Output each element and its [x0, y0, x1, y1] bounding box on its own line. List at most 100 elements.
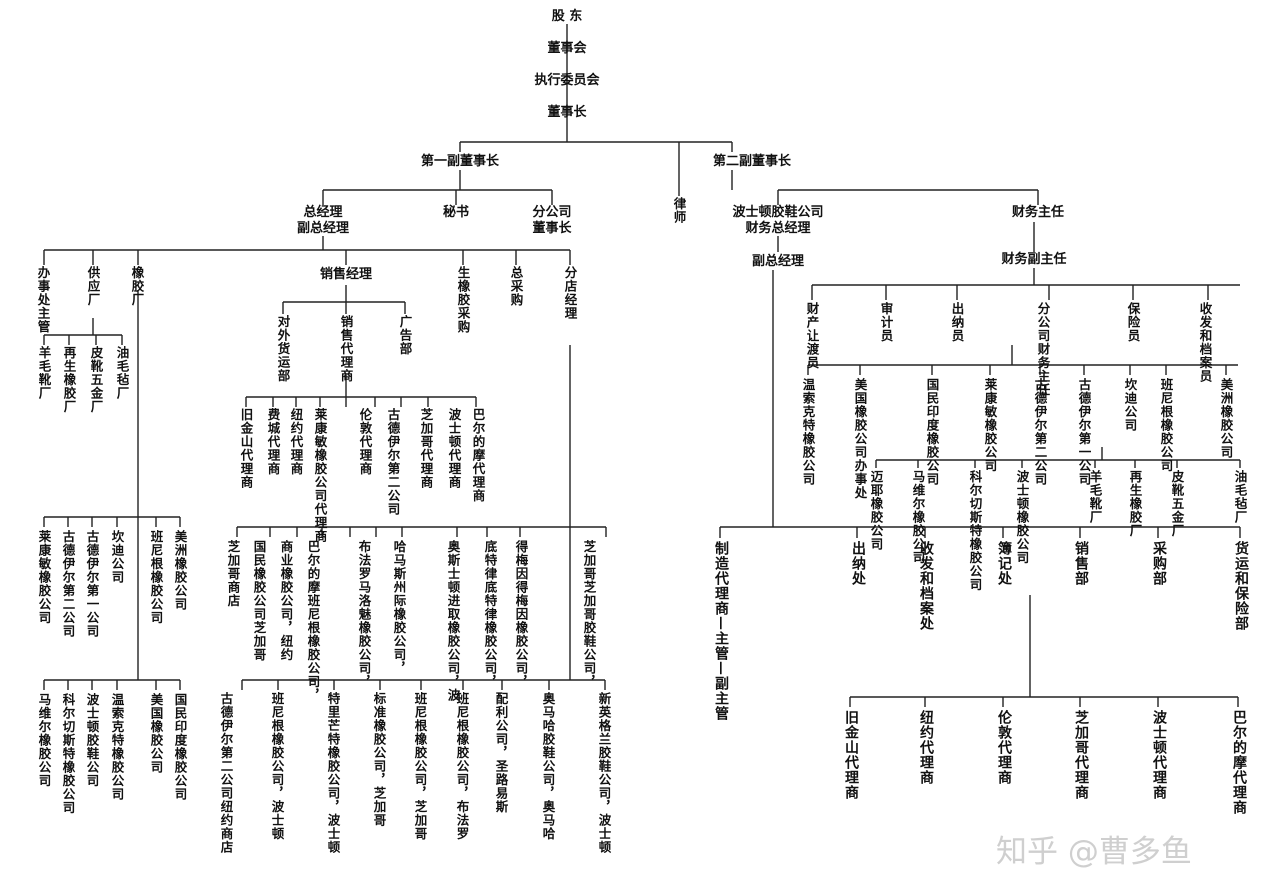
sales-agent-1: 旧金山代理商 [238, 408, 254, 489]
finance-sub-4: 分公司财务主任 [1035, 302, 1051, 397]
vice2-deputy-gm-node: 副总经理 [751, 254, 805, 269]
finance-company-12: 科尔切斯特橡胶公司 [967, 470, 983, 592]
rubber-company-12: 国民印度橡胶公司 [172, 693, 188, 801]
finance-company-10: 迈耶橡胶公司 [868, 470, 884, 551]
vice2-agent-3: 伦敦代理商 [996, 710, 1012, 785]
deputy-general-manager-node: 副总经理 [296, 221, 350, 236]
branch-board-chair-node: 董事长 [532, 221, 572, 236]
cashier-dept: 出纳处 [850, 541, 866, 586]
board-node: 董事会 [547, 41, 587, 56]
branch-store-7: 奥斯士顿进取橡胶公司，波 [445, 540, 461, 702]
branch-store-1: 芝加哥商店 [225, 540, 241, 608]
lawyer-node: 律师 [671, 197, 687, 224]
vice-chairman-2-node: 第二副董事长 [712, 154, 792, 169]
rubber-company-9: 波士顿胶鞋公司 [84, 693, 100, 788]
finance-company-13: 波士顿橡胶公司 [1014, 470, 1030, 565]
manufacturing-agent-dept: 制造代理商—主管—副主管 [713, 541, 729, 721]
finance-company-14: 羊毛靴厂 [1087, 470, 1103, 524]
branch-store-6: 哈马斯州际橡胶公司， [391, 540, 407, 675]
sales-agent-2: 费城代理商 [265, 408, 281, 476]
rubber-company-4: 坎迪公司 [109, 530, 125, 584]
sales-sub-2: 销售代理商 [338, 315, 354, 383]
sales-agent-9: 巴尔的摩代理商 [470, 408, 486, 503]
rubber-company-6: 美洲橡胶公司 [172, 530, 188, 611]
branch-board-node: 分公司 [532, 205, 572, 220]
sales-agent-8: 波士顿代理商 [446, 408, 462, 489]
shareholders-node: 股 东 [551, 9, 583, 24]
supply-item-1: 羊毛靴厂 [36, 346, 52, 400]
finance-company-6: 古德伊尔第一公司 [1076, 378, 1092, 486]
finance-deputy-node: 财务副主任 [1001, 252, 1067, 267]
supply-item-3: 皮靴五金厂 [88, 346, 104, 414]
finance-company-16: 皮靴五金厂 [1169, 470, 1185, 538]
purchasing-dept: 采购部 [1151, 541, 1167, 586]
branch-store-15: 班尼根橡胶公司，芝加哥 [412, 692, 428, 841]
vice2-agent-1: 旧金山代理商 [843, 710, 859, 800]
branch-store-17: 配利公司，圣路易斯 [493, 692, 509, 814]
finance-company-5: 古德伊尔第二公司 [1032, 378, 1048, 486]
branch-store-12: 班尼根橡胶公司，波士顿 [269, 692, 285, 841]
shipping-insurance-dept: 货运和保险部 [1233, 541, 1249, 631]
vice-chairman-1-node: 第一副董事长 [420, 154, 500, 169]
vice2-agent-5: 波士顿代理商 [1151, 710, 1167, 800]
finance-general-manager-node: 财务总经理 [745, 221, 811, 236]
rubber-company-5: 班尼根橡胶公司 [148, 530, 164, 625]
bookkeeping-dept: 簿记处 [996, 541, 1012, 586]
vice2-agent-4: 芝加哥代理商 [1073, 710, 1089, 800]
finance-sub-1: 财产让渡员 [804, 302, 820, 370]
exec-committee-node: 执行委员会 [534, 73, 600, 88]
branch-store-8: 底特律底特律橡胶公司， [482, 540, 498, 689]
filing-dept: 收发和档案处 [918, 541, 934, 631]
rubber-company-7: 马维尔橡胶公司 [36, 693, 52, 788]
sales-sub-3: 广告部 [397, 315, 413, 356]
finance-company-2: 美国橡胶公司办事处 [852, 378, 868, 500]
rubber-company-1: 莱康敏橡胶公司 [36, 530, 52, 625]
finance-company-8: 班尼根橡胶公司 [1158, 378, 1174, 473]
branch-store-5: 布法罗马洛魅橡胶公司， [356, 540, 372, 689]
sales-agent-4: 莱康敏橡胶公司代理商 [312, 408, 328, 543]
rubber-factory-node: 橡胶厂 [129, 266, 145, 307]
sales-agent-6: 古德伊尔第二公司 [385, 408, 401, 516]
rubber-company-11: 美国橡胶公司 [148, 693, 164, 774]
branch-store-18: 奥马哈胶鞋公司，奥马哈 [540, 692, 556, 841]
supply-factory-node: 供应厂 [85, 266, 101, 307]
supply-item-4: 油毛毡厂 [114, 346, 130, 400]
sales-sub-1: 对外货运部 [275, 315, 291, 383]
chairman-node: 董事长 [547, 105, 587, 120]
rubber-company-3: 古德伊尔第一公司 [84, 530, 100, 638]
general-manager-node: 总经理 [303, 205, 343, 220]
rubber-company-2: 古德伊尔第二公司 [60, 530, 76, 638]
rubber-company-8: 科尔切斯特橡胶公司 [60, 693, 76, 815]
finance-company-7: 坎迪公司 [1122, 378, 1138, 432]
finance-company-11: 马维尔橡胶公司 [910, 470, 926, 565]
secretary-node: 秘书 [442, 205, 470, 220]
rubber-company-10: 温索克特橡胶公司 [109, 693, 125, 801]
boston-shoe-company-node: 波士顿胶鞋公司 [732, 205, 824, 220]
branch-store-4: 巴尔的摩班尼根橡胶公司， [305, 540, 321, 702]
finance-head-node: 财务主任 [1011, 205, 1065, 220]
branch-store-14: 标准橡胶公司，芝加哥 [371, 692, 387, 827]
finance-company-1: 温索克特橡胶公司 [800, 378, 816, 486]
branch-manager-node: 分店经理 [562, 266, 578, 320]
branch-store-13: 特里芒特橡胶公司，波士顿 [325, 692, 341, 854]
finance-company-4: 莱康敏橡胶公司 [982, 378, 998, 473]
office-head-node: 办事处主管 [35, 266, 51, 334]
branch-store-16: 班尼根橡胶公司，布法罗 [454, 692, 470, 841]
branch-store-19: 新英格兰胶鞋公司，波士顿 [596, 692, 612, 854]
branch-store-3: 商业橡胶公司，纽约 [278, 540, 294, 662]
vice2-agent-2: 纽约代理商 [918, 710, 934, 785]
branch-store-11: 古德伊尔第二公司纽约商店 [218, 692, 234, 854]
sales-agent-7: 芝加哥代理商 [418, 408, 434, 489]
finance-sub-3: 出纳员 [949, 302, 965, 343]
branch-store-10: 芝加哥芝加哥胶鞋公司， [581, 540, 597, 689]
finance-company-3: 国民印度橡胶公司 [924, 378, 940, 486]
finance-sub-5: 保险员 [1125, 302, 1141, 343]
finance-sub-6: 收发和档案员 [1197, 302, 1213, 383]
sales-agent-5: 伦敦代理商 [357, 408, 373, 476]
branch-store-2: 国民橡胶公司芝加哥 [251, 540, 267, 662]
finance-company-17: 油毛毡厂 [1232, 470, 1248, 524]
finance-company-15: 再生橡胶厂 [1127, 470, 1143, 538]
general-purchase-node: 总采购 [508, 266, 524, 307]
raw-rubber-purchase-node: 生橡胶采购 [455, 266, 471, 334]
